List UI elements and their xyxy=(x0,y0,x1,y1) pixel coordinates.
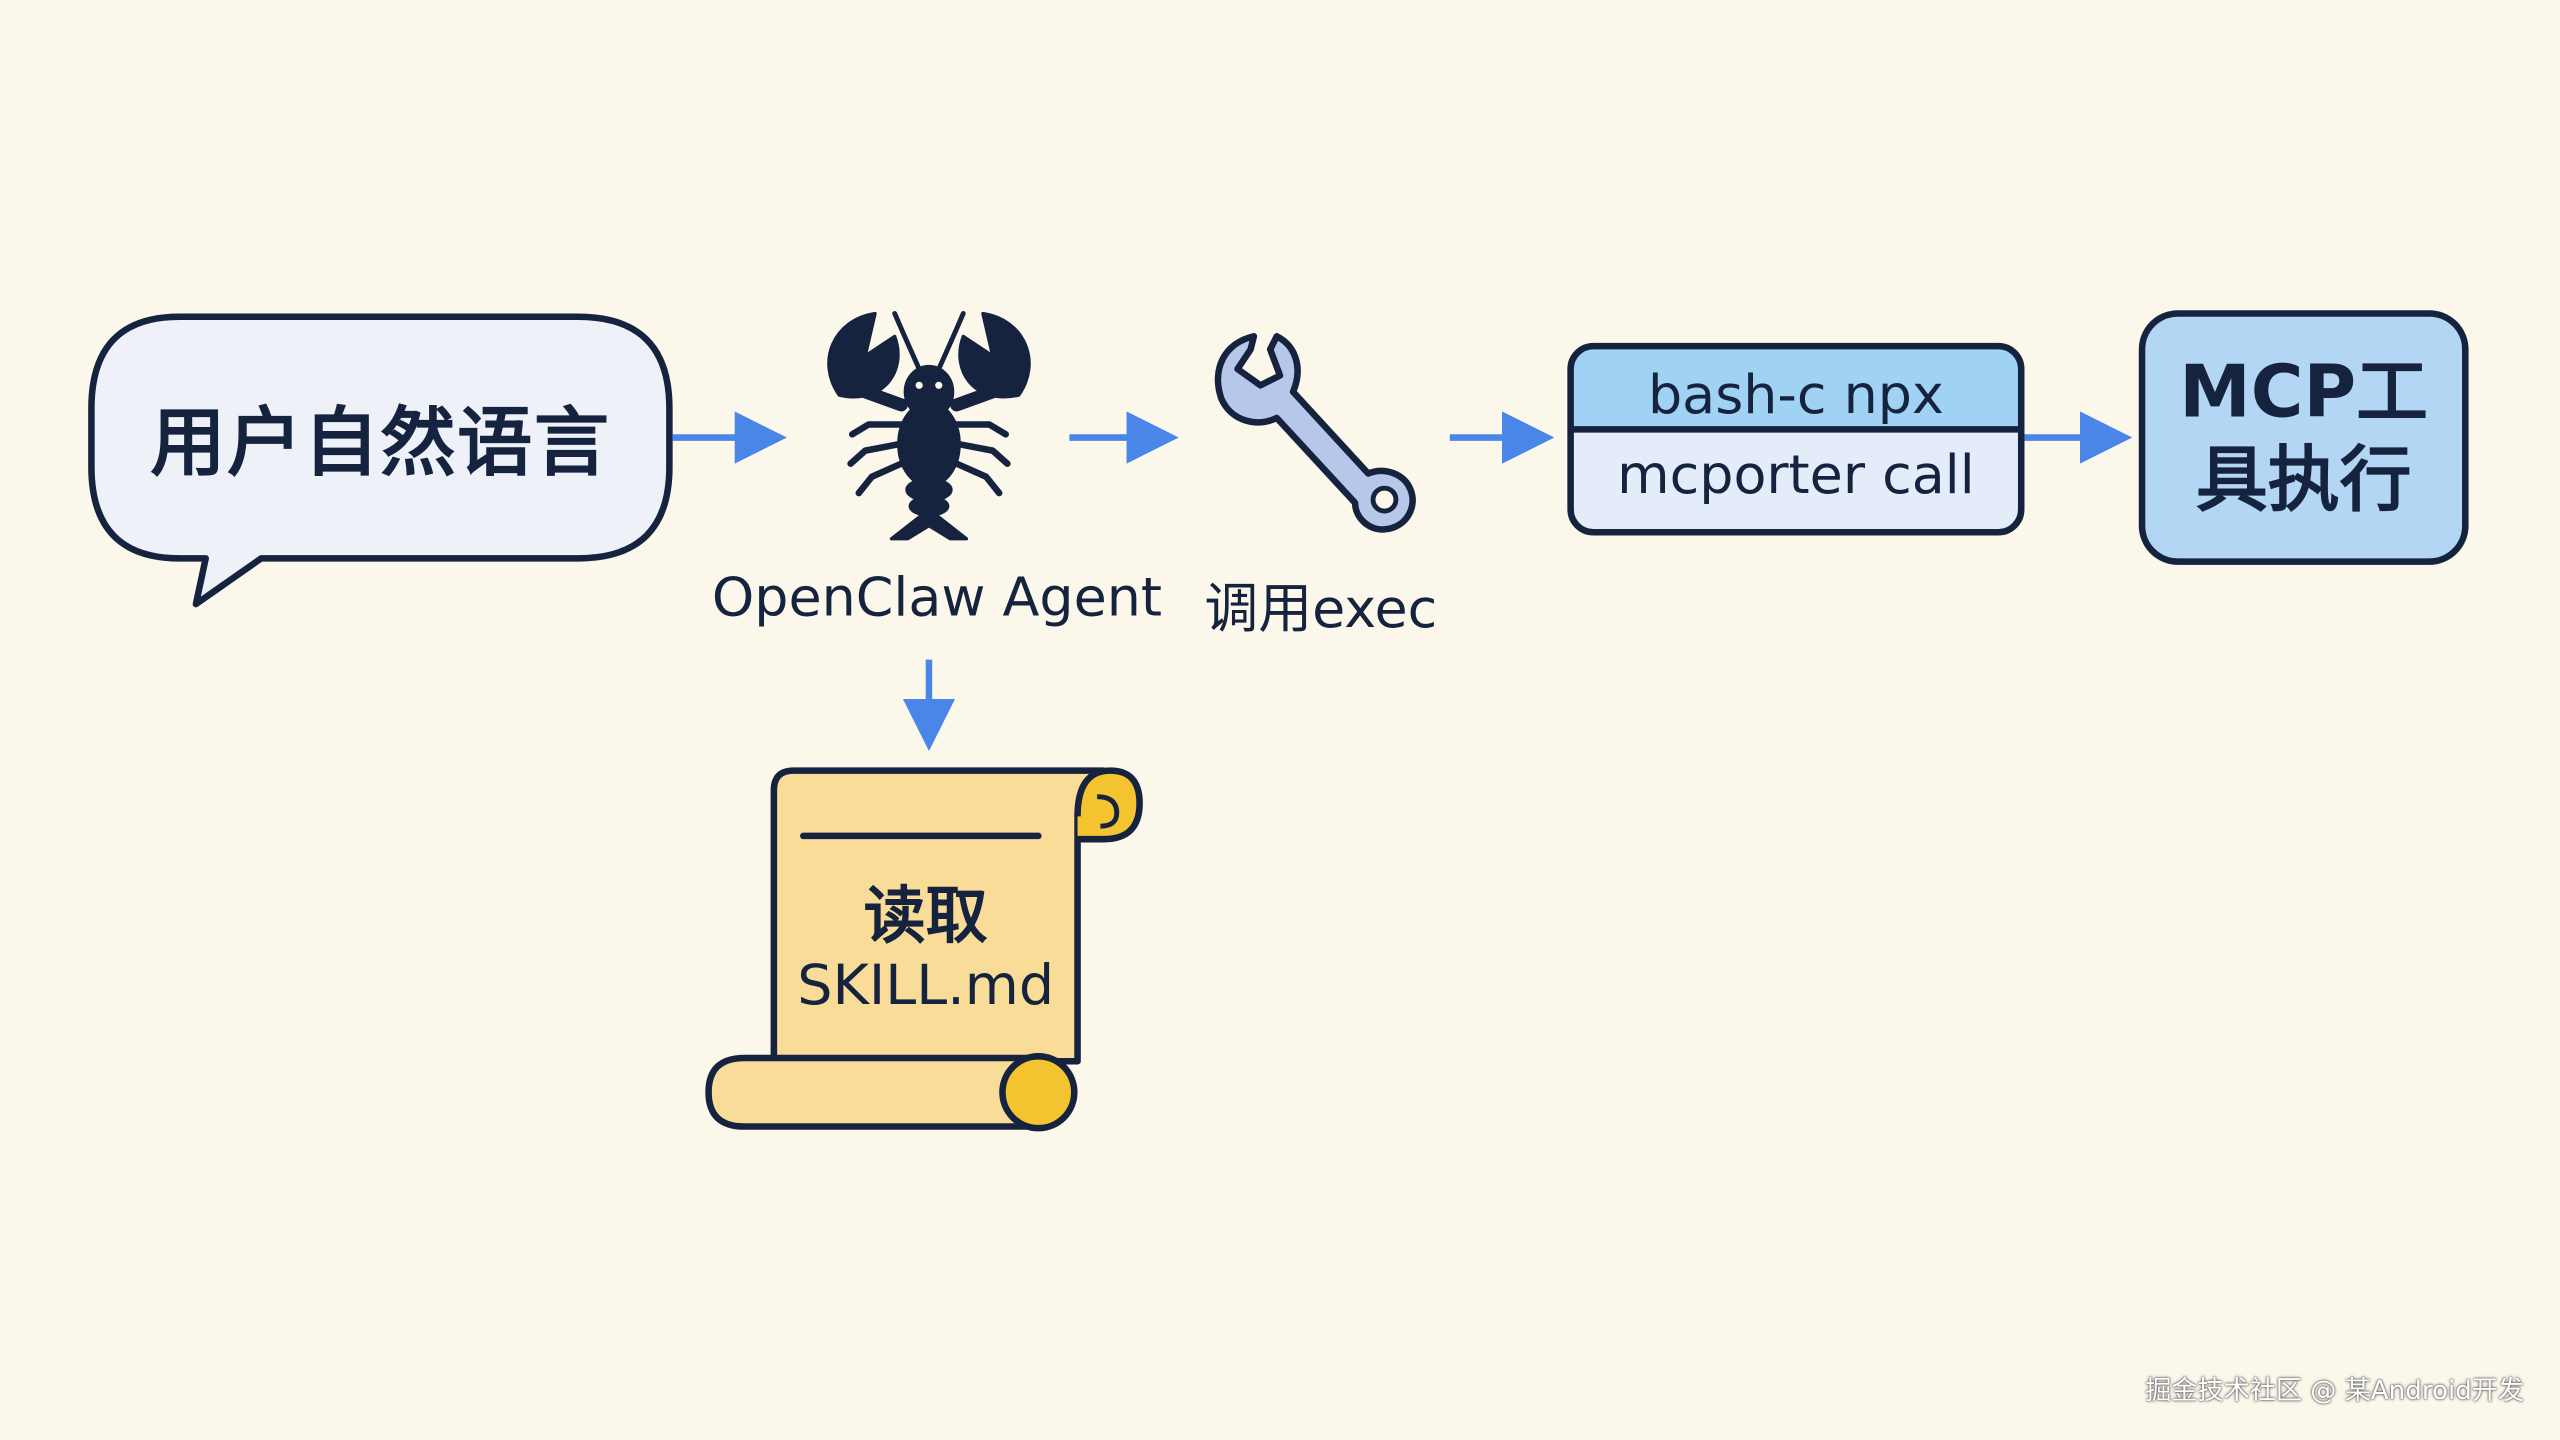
bubble-text: 用户自然语言 xyxy=(150,398,611,487)
command-line-2: mcporter call xyxy=(1617,442,1975,507)
mcp-line-1: MCP工 xyxy=(2179,351,2429,435)
exec-label: 调用exec xyxy=(1204,576,1438,640)
watermark: 掘金技术社区 @ 某Android开发 xyxy=(2145,1374,2525,1406)
mcp-line-2: 具执行 xyxy=(2195,439,2412,523)
skill-line-2: SKILL.md xyxy=(797,953,1055,1019)
command-line-1: bash-c npx xyxy=(1647,362,1944,427)
skill-line-1: 读取 xyxy=(863,879,988,952)
mcp-text: MCP工 具执行 xyxy=(2142,313,2465,561)
agent-label: OpenClaw Agent xyxy=(711,564,1163,629)
